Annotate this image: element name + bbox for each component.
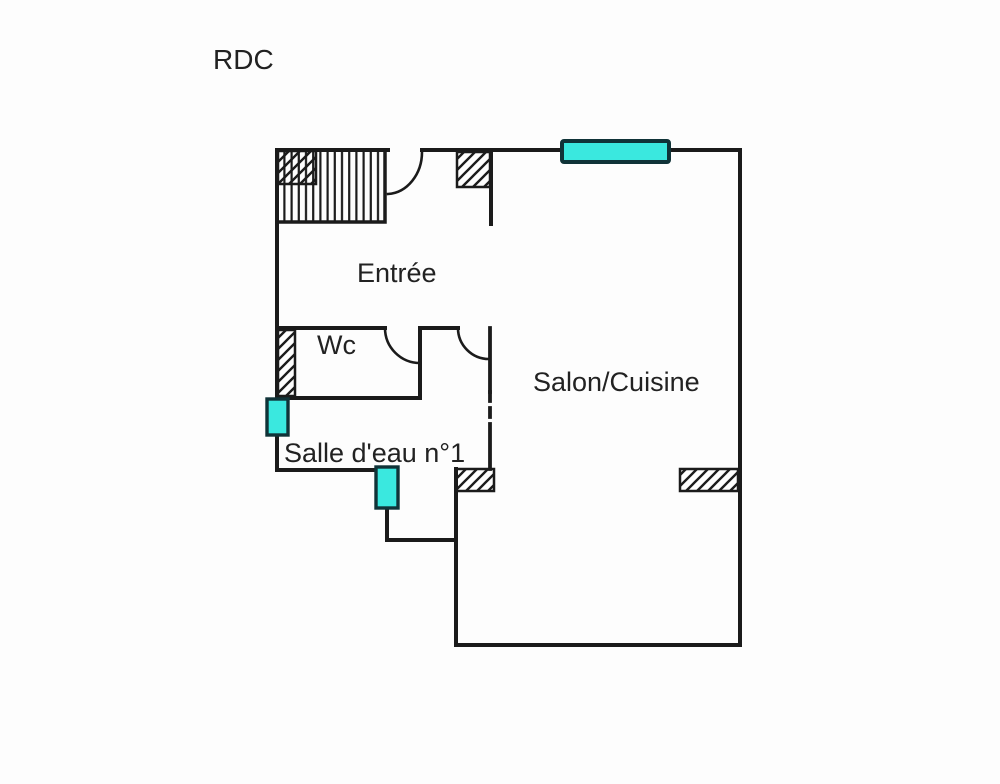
window-top-salon: [560, 139, 671, 164]
salon-opening-left-hatch-block: [454, 467, 496, 493]
outer-wall-top-right-and-perimeter: [420, 148, 742, 647]
salon-opening-right-hatch-block: [678, 467, 740, 493]
salle-eau-door-arc: [456, 326, 491, 361]
window-rear-salle-eau: [374, 465, 400, 510]
outer-wall-left-and-salle-eau-bottom: [275, 148, 379, 472]
wc-door-arc: [383, 326, 422, 365]
window-left-salle-eau: [265, 397, 290, 437]
plan-title: RDC: [213, 44, 274, 75]
outer-wall-rear-niche: [385, 504, 458, 542]
room-label-wc: Wc: [317, 330, 356, 360]
room-label-entree: Entrée: [357, 258, 437, 288]
top-wall-hatch-block: [455, 150, 492, 189]
entrance-door-arc: [386, 150, 424, 196]
wc-wall-hatch-block: [276, 328, 297, 398]
room-label-salon-cuisine: Salon/Cuisine: [533, 367, 700, 397]
wc-right-and-bottom-wall: [275, 326, 422, 400]
room-label-salle-eau-n1: Salle d'eau n°1: [284, 438, 465, 468]
staircase-wall-hatch-block: [276, 149, 318, 186]
